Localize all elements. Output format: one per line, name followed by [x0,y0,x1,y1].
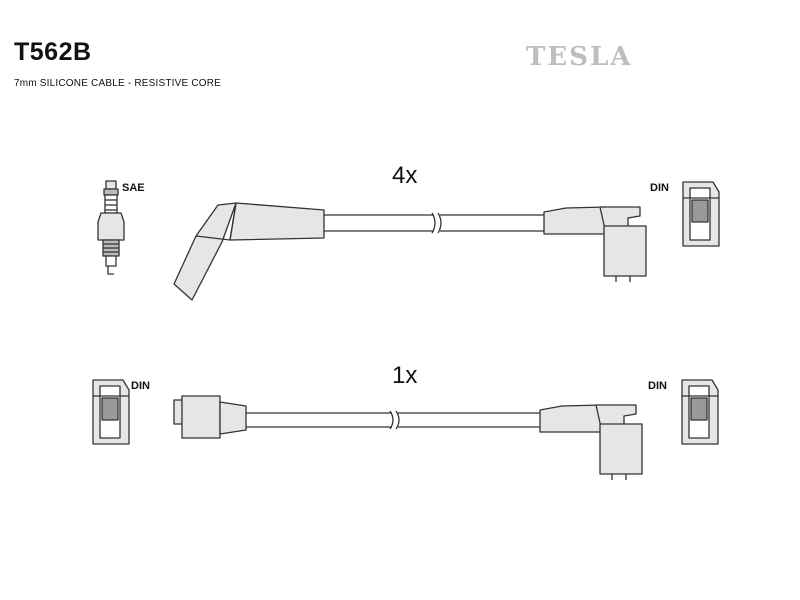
product-code: T562B [14,38,92,66]
right-angle-boot-row2 [539,404,643,480]
din-terminal-icon [681,379,719,445]
row1-right-label: DIN [650,182,669,194]
row2-quantity: 1x [392,362,418,389]
row1-quantity: 4x [392,162,418,189]
row2-right-label: DIN [648,380,667,392]
cable-row2 [246,410,540,430]
row2-left-label: DIN [131,380,150,392]
angled-boot-left [173,202,325,301]
cable-description: 7mm SILICONE CABLE - RESISTIVE CORE [14,78,222,89]
row1-left-label: SAE [122,182,145,194]
din-terminal-icon [92,379,130,445]
cable-row1 [324,212,544,234]
din-terminal-icon [682,181,720,247]
straight-boot-left [173,395,247,439]
spark-plug-icon [97,180,125,275]
brand-logo: TESLA [526,42,633,72]
right-angle-boot-row1 [543,206,647,282]
